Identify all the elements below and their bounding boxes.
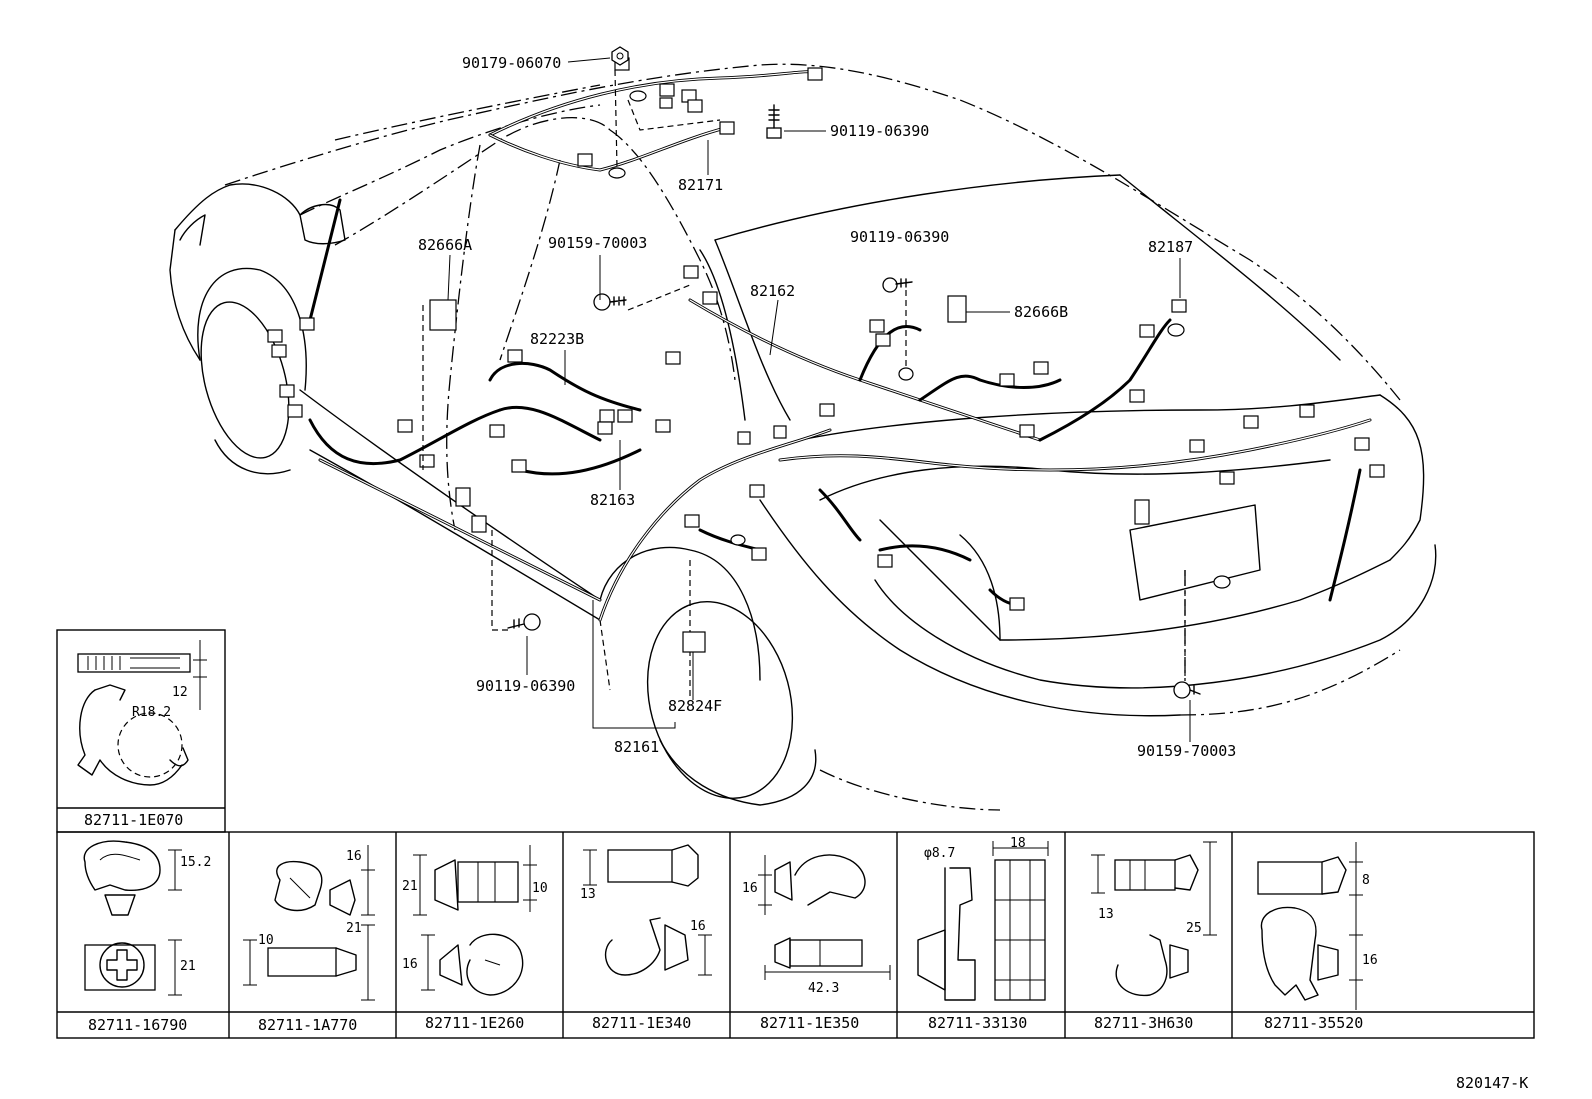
clamp-82711-1A770: 16 10 21 82711-1A770 — [243, 845, 375, 1034]
clamp-label-82711-1A770: 82711-1A770 — [258, 1016, 357, 1034]
callout-90119-06390-rear: 90119-06390 — [850, 228, 949, 246]
clamp-label-82711-3H630: 82711-3H630 — [1094, 1014, 1193, 1032]
clamp-82711-1E070: 12 R18.2 82711-1E070 — [77, 640, 207, 829]
dim-33130-18: 18 — [1010, 836, 1026, 851]
clamp-82711-33130: φ8.7 18 82711-33130 — [917, 836, 1049, 1032]
callout-90179-06070: 90179-06070 — [462, 54, 561, 72]
dim-1A770-21: 21 — [346, 921, 362, 936]
clamp-label-82711-1E350: 82711-1E350 — [760, 1014, 859, 1032]
dim-1E350-16: 16 — [742, 881, 758, 896]
dim-1E260-10: 10 — [532, 881, 548, 896]
dim-1E260-21: 21 — [402, 879, 418, 894]
dim-35520-8: 8 — [1362, 873, 1370, 888]
callout-82223B: 82223B — [530, 330, 584, 348]
bolt-icon — [507, 613, 541, 631]
clamp-label-82711-1E070: 82711-1E070 — [84, 811, 183, 829]
bolt-icon — [1173, 681, 1201, 699]
callout-82171: 82171 — [678, 176, 723, 194]
clamp-label-82711-1E260: 82711-1E260 — [425, 1014, 524, 1032]
dim-16790-21: 21 — [180, 959, 196, 974]
clamp-82711-1E350: 16 42.3 82711-1E350 — [742, 854, 891, 1032]
dim-3H630-13: 13 — [1098, 907, 1114, 922]
callout-90119-06390-roof: 90119-06390 — [830, 122, 929, 140]
dim-1E070-12: 12 — [172, 685, 188, 700]
dim-1E350-423: 42.3 — [808, 981, 839, 996]
callout-90159-70003-bumper: 90159-70003 — [1137, 742, 1236, 760]
clamp-82711-3H630: 13 25 82711-3H630 — [1091, 841, 1217, 1032]
callout-90119-06390-floor: 90119-06390 — [476, 677, 575, 695]
callout-82187: 82187 — [1148, 238, 1193, 256]
dim-1A770-16: 16 — [346, 849, 362, 864]
connectors — [267, 57, 1385, 653]
dim-1E260-16: 16 — [402, 957, 418, 972]
bolt-icon — [882, 277, 913, 293]
callout-90159-70003-pillar: 90159-70003 — [548, 234, 647, 252]
clamp-detail-table — [56, 629, 1535, 1039]
figure-code: 820147-K — [1456, 1074, 1528, 1092]
clamp-label-82711-16790: 82711-16790 — [88, 1016, 187, 1034]
clamp-label-82711-1E340: 82711-1E340 — [592, 1014, 691, 1032]
bolt-icon — [593, 293, 627, 311]
nut-icon — [611, 46, 629, 66]
clamp-label-82711-33130: 82711-33130 — [928, 1014, 1027, 1032]
callout-82161: 82161 — [614, 738, 659, 756]
callout-leaders — [447, 57, 1191, 742]
dashed-leaders — [422, 69, 1186, 680]
callout-82666B: 82666B — [1014, 303, 1068, 321]
car-body-outline — [169, 63, 1437, 811]
dim-1E340-13: 13 — [580, 887, 596, 902]
callout-labels: 90179-06070 90119-06390 82171 82666A 901… — [418, 54, 1236, 760]
callout-82162: 82162 — [750, 282, 795, 300]
dim-1E070-r182: R18.2 — [132, 705, 171, 720]
clamp-82711-1E340: 13 16 82711-1E340 — [580, 844, 712, 1032]
callout-82666A: 82666A — [418, 236, 472, 254]
dim-3H630-25: 25 — [1186, 921, 1202, 936]
callout-82824F: 82824F — [668, 697, 722, 715]
dim-33130-phi87: φ8.7 — [924, 846, 955, 861]
bolt-icon — [766, 104, 782, 139]
fasteners — [507, 46, 1201, 699]
wire-harness-paths — [308, 70, 1372, 622]
clamp-82711-35520: 8 16 82711-35520 — [1257, 842, 1378, 1032]
clamp-82711-16790: 15.2 21 82711-16790 — [83, 840, 211, 1034]
callout-82163: 82163 — [590, 491, 635, 509]
dim-35520-16: 16 — [1362, 953, 1378, 968]
clamp-label-82711-35520: 82711-35520 — [1264, 1014, 1363, 1032]
dim-1E340-16: 16 — [690, 919, 706, 934]
dim-1A770-10: 10 — [258, 933, 274, 948]
dim-16790-152: 15.2 — [180, 855, 211, 870]
clamp-82711-1E260: 21 10 16 82711-1E260 — [402, 845, 548, 1032]
